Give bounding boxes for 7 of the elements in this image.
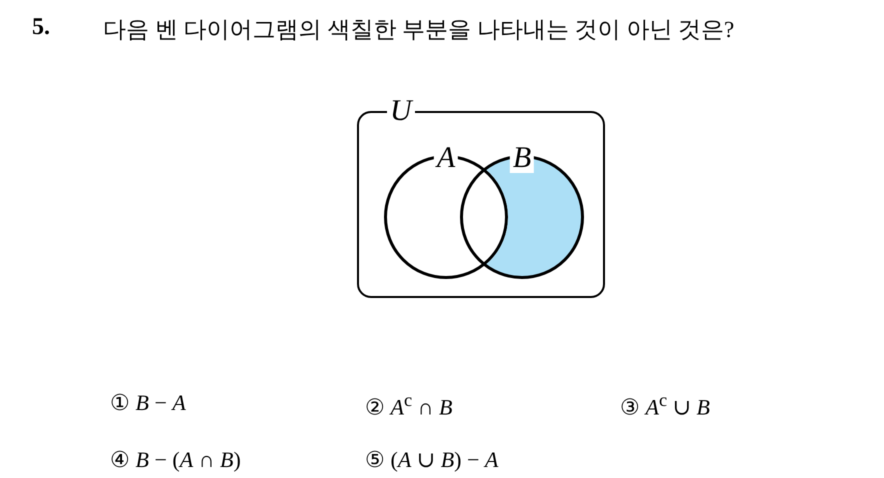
question-text: 다음 벤 다이어그램의 색칠한 부분을 나타내는 것이 아닌 것은? bbox=[103, 16, 734, 44]
answer-choice: ④ B − (A ∩ B) bbox=[110, 447, 241, 473]
answer-choice: ① B − A bbox=[110, 390, 186, 416]
answer-choice: ③ A$^{c}$ ∪ B bbox=[620, 390, 710, 420]
answer-choice: ⑤ (A ∪ B) − A bbox=[365, 447, 498, 473]
question-number: 5. bbox=[32, 14, 50, 41]
answer-choice: ② A$^{c}$ ∩ B bbox=[365, 390, 452, 420]
